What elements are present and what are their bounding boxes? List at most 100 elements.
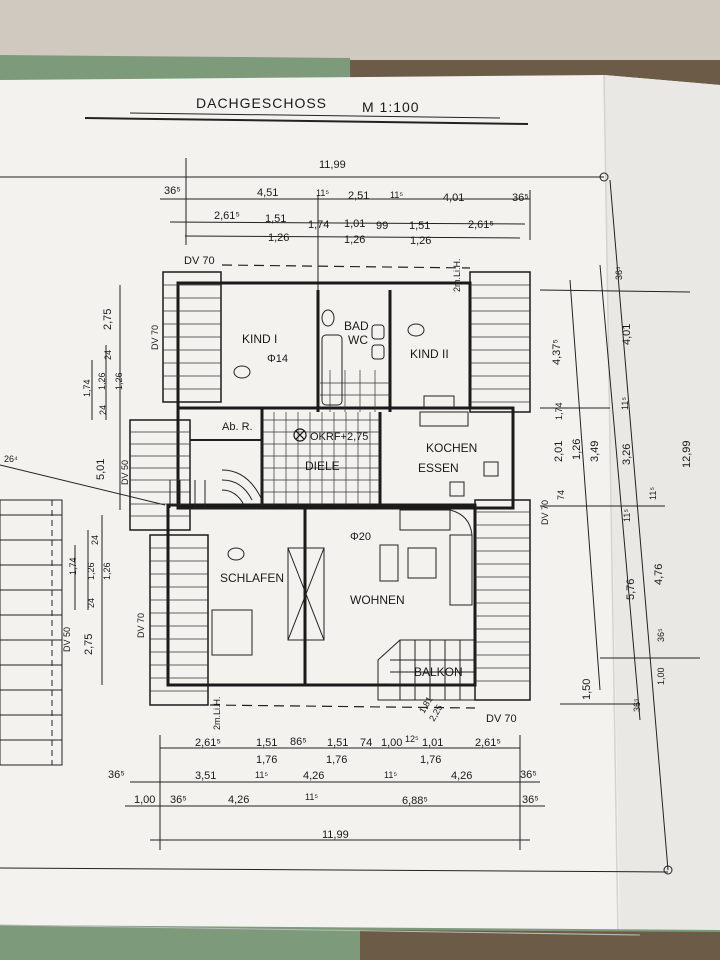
- paper-sheet: [0, 75, 720, 960]
- dim-left-b1: 1,74: [68, 557, 78, 575]
- dim-bot-r1-5: 1,00: [381, 737, 402, 749]
- dim-right-total: 12,99: [681, 440, 693, 468]
- dim-bot-r1b-2: 1,76: [420, 754, 441, 766]
- dim-bot-r3-3: 11⁵: [305, 792, 318, 802]
- note-dv70-left-upper: DV 70: [150, 325, 160, 350]
- chimney-phi14: Φ14: [267, 353, 288, 365]
- room-kind1: KIND I: [242, 332, 277, 346]
- dimension-text-right: 36⁵ 4,01 4,37⁵ 11⁵ 1,74 2,01 1,26 3,49 3…: [551, 266, 693, 712]
- headroom-lines: [209, 264, 476, 709]
- dim-right-a8: 3,26: [621, 444, 633, 465]
- room-schlafen: SCHLAFEN: [220, 571, 284, 585]
- note-dv70-bottom: DV 70: [486, 713, 517, 725]
- title-heading: DACHGESCHOSS: [196, 95, 327, 111]
- dim-bot-total: 11,99: [322, 829, 349, 841]
- dim-right-b6: 1,50: [581, 679, 593, 700]
- dim-bot-r1-0: 2,61⁵: [195, 737, 221, 749]
- dim-top-r2-0: 2,61⁵: [214, 210, 240, 222]
- room-labels: KIND I BAD WC KIND II Ab. R. OKRF+2,75 D…: [220, 319, 477, 679]
- dim-top-r1-5: 4,01: [443, 192, 464, 204]
- okrf-label: OKRF+2,75: [310, 431, 368, 443]
- dimension-text-bottom: 2,61⁵ 1,51 86⁵ 1,51 74 1,00 12⁵ 1,01 2,6…: [108, 734, 539, 841]
- dim-left-a0: 2,75: [102, 309, 114, 330]
- okrf-marker: [293, 428, 307, 442]
- dim-bot-r1-8: 2,61⁵: [475, 737, 501, 749]
- dim-top-r2-6: 2,61⁵: [468, 219, 494, 231]
- dim-right-a3: 11⁵: [620, 397, 630, 410]
- dimensions-top: [0, 158, 604, 290]
- note-dv70-top: DV 70: [184, 255, 215, 267]
- dim-top-r3-1: 1,26: [344, 234, 365, 246]
- dim-top-total: 11,99: [319, 159, 346, 171]
- room-diele: DIELE: [305, 459, 340, 473]
- dim-right-a5: 2,01: [553, 441, 565, 462]
- dim-right-b1: 5,76: [625, 579, 637, 600]
- dim-bot-r3-1: 36⁵: [170, 794, 187, 806]
- plan-title: DACHGESCHOSS M 1:100: [84, 95, 529, 125]
- dim-left-a5: 1,74: [82, 379, 92, 397]
- dim-right-a0: 36⁵: [614, 266, 624, 280]
- dim-bot-r1-1: 1,51: [256, 737, 277, 749]
- dimensions-left: [0, 285, 166, 685]
- dim-left-b0: 24: [90, 535, 100, 545]
- dimensions-bottom: [0, 735, 669, 873]
- dimensions-right: [539, 172, 700, 875]
- dim-right-b5: 36⁵: [632, 698, 642, 712]
- dim-bot-r2-5: 4,26: [451, 770, 472, 782]
- dim-top-r2-2: 1,74: [308, 219, 329, 231]
- dim-top-r3-2: 1,26: [410, 235, 431, 247]
- balkon-area: [377, 639, 476, 701]
- dim-bot-r2-3: 4,26: [303, 770, 324, 782]
- dim-bot-r3-0: 1,00: [134, 794, 155, 806]
- dim-top-r1-3: 2,51: [348, 190, 369, 202]
- dim-bot-r2-0: 36⁵: [108, 769, 125, 781]
- furniture: [211, 323, 499, 656]
- note-dv70-right: DV 70: [540, 500, 550, 525]
- dim-top-r1-4: 11⁵: [390, 190, 403, 200]
- room-abr: Ab. R.: [222, 421, 253, 433]
- dim-right-b4: 1,00: [656, 667, 666, 685]
- dim-bot-r1b-0: 1,76: [256, 754, 277, 766]
- dim-left-a1: 24: [103, 350, 113, 360]
- neighbour-roof: [0, 499, 63, 766]
- dim-right-a10: 11⁵: [648, 487, 658, 500]
- room-bad: BAD: [344, 319, 369, 333]
- diele-tiles: [262, 370, 390, 505]
- dimension-text-top: 11,99 36⁵ 4,51 11⁵ 2,51 11⁵ 4,01 36⁵ 2,6…: [164, 159, 529, 247]
- dim-bot-r3-5: 36⁵: [522, 794, 539, 806]
- note-lh-top: 2m.Li.H.: [452, 258, 462, 292]
- dim-right-a4: 1,74: [554, 402, 564, 420]
- dim-bot-r2-6: 36⁵: [520, 769, 537, 781]
- dim-bot-r3-4: 6,88⁵: [402, 795, 428, 807]
- dim-right-b2: 4,76: [653, 564, 665, 585]
- dim-left-b2: 1,26: [86, 562, 96, 580]
- dim-top-r2-5: 1,51: [409, 220, 430, 232]
- dim-bot-r1-3: 1,51: [327, 737, 348, 749]
- dim-right-a2: 4,37⁵: [551, 339, 563, 365]
- dim-top-r1-6: 36⁵: [512, 192, 529, 204]
- dim-top-r1-0: 36⁵: [164, 185, 181, 197]
- dim-right-a7: 3,49: [589, 441, 601, 462]
- title-scale: M 1:100: [362, 99, 420, 115]
- room-balkon: BALKON: [414, 665, 463, 679]
- dim-left-b4: 24: [86, 598, 96, 608]
- dim-bot-r1-4: 74: [360, 737, 372, 749]
- dim-top-r2-4: 99: [376, 220, 388, 232]
- room-kochen: KOCHEN: [426, 441, 477, 455]
- dim-right-b0: 11⁵: [622, 509, 632, 522]
- dim-left-a4: 24: [98, 405, 108, 415]
- dim-bot-r1-7: 1,01: [422, 737, 443, 749]
- room-wc: WC: [348, 333, 368, 347]
- note-dv70-left-lower: DV 70: [136, 613, 146, 638]
- note-dv50-left: DV 50: [120, 460, 130, 485]
- dim-right-b3: 36⁵: [656, 628, 666, 642]
- dim-right-a1: 4,01: [621, 324, 633, 345]
- dim-bot-r1-6: 12⁵: [405, 734, 419, 744]
- dim-bot-r3-2: 4,26: [228, 794, 249, 806]
- dim-top-r3-0: 1,26: [268, 232, 289, 244]
- dim-top-r2-1: 1,51: [265, 213, 286, 225]
- dim-bot-r1b-1: 1,76: [326, 754, 347, 766]
- dim-bot-r2-1: 3,51: [195, 770, 216, 782]
- dim-bot-r2-4: 11⁵: [384, 770, 397, 780]
